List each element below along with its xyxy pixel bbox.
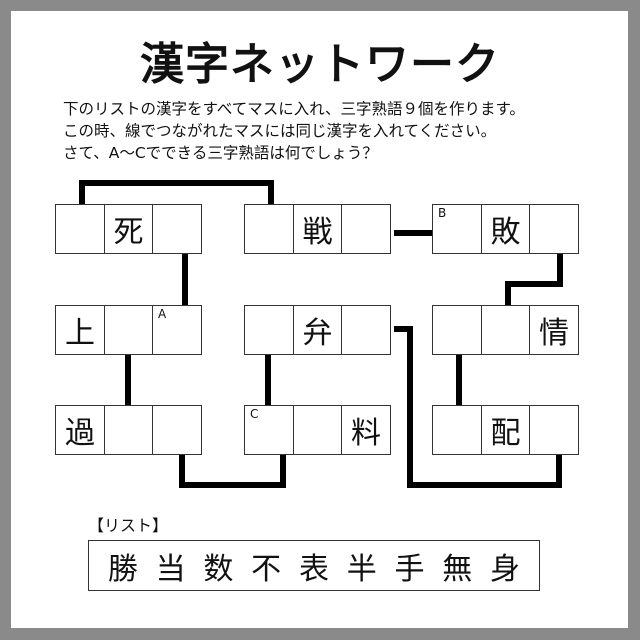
kanji-cell[interactable]: 戦 xyxy=(292,204,343,254)
word-group: 情 xyxy=(432,305,579,355)
list-kanji[interactable]: 勝 xyxy=(107,551,138,587)
list-kanji[interactable]: 手 xyxy=(394,551,425,587)
kanji-cell[interactable] xyxy=(55,204,105,254)
kanji-cell-c[interactable]: C xyxy=(244,405,294,455)
kanji-cell-b[interactable]: B xyxy=(432,204,482,254)
kanji-cell[interactable] xyxy=(432,405,482,455)
instructions: 下のリストの漢字をすべてマスに入れ、三字熟語９個を作ります。 この時、線でつなが… xyxy=(63,98,525,164)
kanji-cell[interactable] xyxy=(529,405,579,455)
connector-line xyxy=(505,281,563,287)
word-group: C 料 xyxy=(244,405,391,455)
kanji-cell[interactable] xyxy=(341,204,391,254)
list-kanji[interactable]: 数 xyxy=(203,551,234,587)
connector-line xyxy=(179,482,286,488)
kanji-cell[interactable]: 弁 xyxy=(292,305,343,355)
word-group: 死 xyxy=(55,204,202,254)
kanji-cell[interactable] xyxy=(244,204,294,254)
kanji-cell[interactable] xyxy=(103,305,154,355)
instruction-line: 下のリストの漢字をすべてマスに入れ、三字熟語９個を作ります。 xyxy=(63,100,525,118)
list-kanji[interactable]: 当 xyxy=(155,551,186,587)
kanji-cell[interactable] xyxy=(103,405,154,455)
connector-line xyxy=(79,180,85,205)
connector-line xyxy=(456,355,462,406)
kanji-cell[interactable]: 死 xyxy=(103,204,154,254)
connector-line xyxy=(79,180,274,186)
cell-label-a: A xyxy=(158,307,167,321)
connector-line xyxy=(407,482,562,488)
word-group: 弁 xyxy=(244,305,391,355)
list-kanji[interactable]: 身 xyxy=(490,551,520,587)
kanji-list: 勝 当 数 不 表 半 手 無 身 xyxy=(88,540,540,591)
connector-line xyxy=(394,326,413,332)
connector-line xyxy=(268,180,274,205)
kanji-cell[interactable]: 上 xyxy=(55,305,105,355)
kanji-cell[interactable]: 配 xyxy=(480,405,531,455)
connector-line xyxy=(179,455,185,488)
kanji-cell-a[interactable]: A xyxy=(152,305,202,355)
list-kanji[interactable]: 不 xyxy=(251,551,282,587)
kanji-cell[interactable] xyxy=(480,305,531,355)
kanji-cell[interactable]: 敗 xyxy=(480,204,531,254)
connector-line xyxy=(394,230,433,236)
connector-line xyxy=(182,254,188,306)
kanji-cell[interactable]: 料 xyxy=(341,405,391,455)
page-title: 漢字ネットワーク xyxy=(140,39,500,90)
word-group: 戦 xyxy=(244,204,391,254)
word-group: 上 A xyxy=(55,305,202,355)
connector-line xyxy=(556,455,562,488)
list-kanji[interactable]: 無 xyxy=(442,551,473,587)
word-group: 配 xyxy=(432,405,579,455)
connector-line xyxy=(505,281,511,306)
instruction-line: さて、A〜Cでできる三字熟語は何でしょう？ xyxy=(63,144,378,162)
word-group: B 敗 xyxy=(432,204,579,254)
instruction-line: この時、線でつながれたマスには同じ漢字を入れてください。 xyxy=(63,122,497,140)
kanji-cell[interactable]: 情 xyxy=(529,305,579,355)
kanji-cell[interactable] xyxy=(152,405,202,455)
kanji-cell[interactable] xyxy=(432,305,482,355)
kanji-cell[interactable] xyxy=(152,204,202,254)
list-kanji[interactable]: 半 xyxy=(346,551,377,587)
connector-line xyxy=(407,326,413,488)
kanji-cell[interactable] xyxy=(341,305,391,355)
kanji-cell[interactable]: 過 xyxy=(55,405,105,455)
kanji-cell[interactable] xyxy=(292,405,343,455)
list-title: 【リスト】 xyxy=(88,516,169,535)
word-group: 過 xyxy=(55,405,202,455)
kanji-cell[interactable] xyxy=(244,305,294,355)
connector-line xyxy=(265,355,271,406)
connector-line xyxy=(557,254,563,287)
kanji-cell[interactable] xyxy=(529,204,579,254)
connector-line xyxy=(125,355,131,406)
cell-label-c: C xyxy=(250,407,259,421)
cell-label-b: B xyxy=(438,206,447,220)
list-kanji[interactable]: 表 xyxy=(298,551,329,587)
connector-line xyxy=(280,455,286,488)
